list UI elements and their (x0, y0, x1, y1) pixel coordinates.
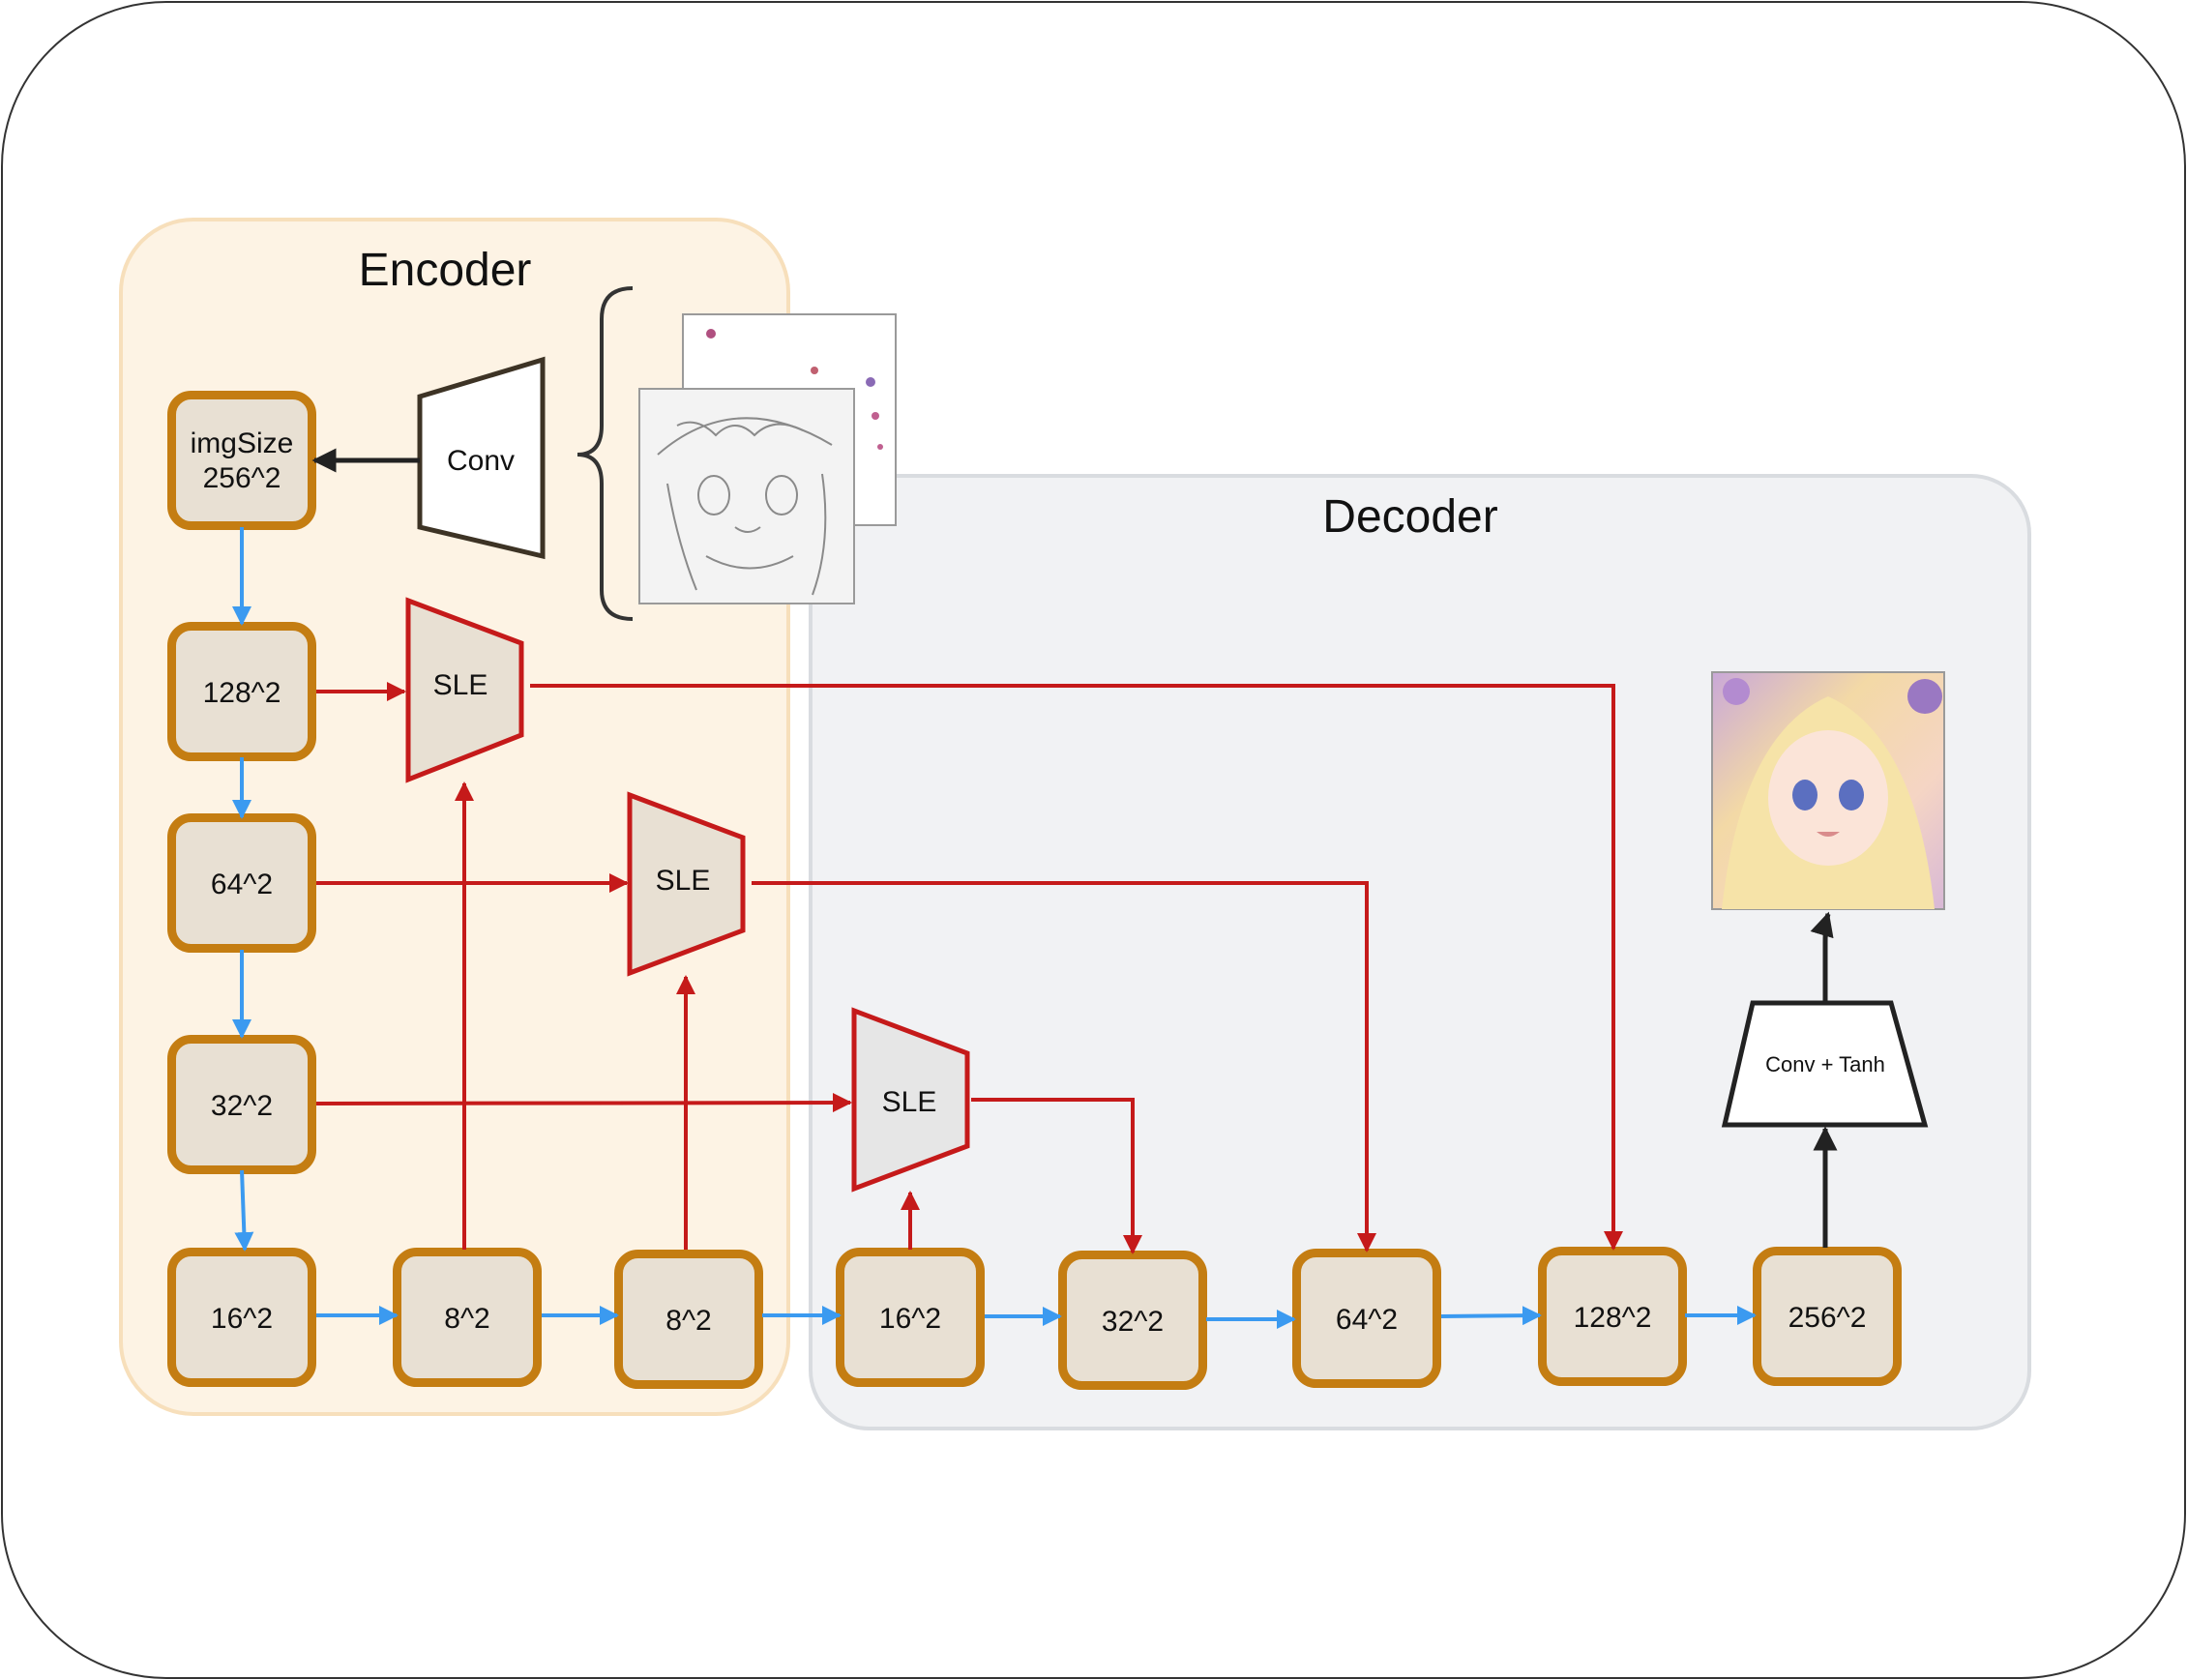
conv-label: Conv (447, 445, 515, 477)
node-enc-128-label: 128^2 (203, 677, 281, 709)
generated-anime-image (1711, 671, 1945, 910)
encoder-title: Encoder (359, 245, 532, 296)
node-dec-32 (1058, 1251, 1207, 1390)
node-input-label-line2: 256^2 (203, 462, 281, 494)
flow-arrow-4 (234, 1169, 254, 1252)
flow-arrow-10 (1440, 1306, 1542, 1326)
node-dec-16-label: 16^2 (879, 1303, 941, 1335)
sle-block-1 (405, 597, 524, 783)
sketch-image (638, 388, 855, 604)
node-input-label-line1: imgSize (191, 427, 294, 459)
node-dec-128 (1538, 1247, 1687, 1386)
node-input-256 (167, 391, 316, 530)
node-bottleneck-8a-label: 8^2 (444, 1303, 489, 1335)
sle-arrow-8 (752, 881, 1376, 1253)
node-dec-64-label: 64^2 (1336, 1304, 1398, 1336)
conv-tanh-block (1721, 1000, 1929, 1128)
node-dec-64 (1292, 1249, 1441, 1388)
sle-block-2-label: SLE (656, 865, 711, 897)
sle-arrow-7 (530, 684, 1623, 1251)
node-enc-64-label: 64^2 (211, 869, 273, 900)
node-enc-16-label: 16^2 (211, 1303, 273, 1335)
conv-block (417, 356, 546, 560)
node-dec-32-label: 32^2 (1102, 1306, 1164, 1338)
node-dec-128-label: 128^2 (1574, 1302, 1652, 1334)
node-enc-16 (167, 1248, 316, 1387)
sle-arrow-9 (971, 1098, 1142, 1254)
sle-block-2 (627, 791, 746, 977)
conv-tanh-label: Conv + Tanh (1765, 1052, 1885, 1076)
node-bottleneck-8b-label: 8^2 (665, 1305, 711, 1337)
node-enc-32-label: 32^2 (211, 1090, 273, 1122)
node-enc-128 (167, 622, 316, 761)
sle-block-3 (851, 1007, 970, 1193)
sle-arrow-3 (315, 1093, 852, 1113)
sle-block-3-label: SLE (882, 1086, 937, 1118)
node-enc-32 (167, 1035, 316, 1174)
input-brace (576, 286, 634, 621)
sle-block-1-label: SLE (433, 669, 488, 701)
node-dec-256-label: 256^2 (1788, 1302, 1867, 1334)
black-arrows (311, 448, 1838, 1248)
node-dec-256 (1753, 1247, 1902, 1386)
decoder-title: Decoder (1322, 491, 1497, 543)
